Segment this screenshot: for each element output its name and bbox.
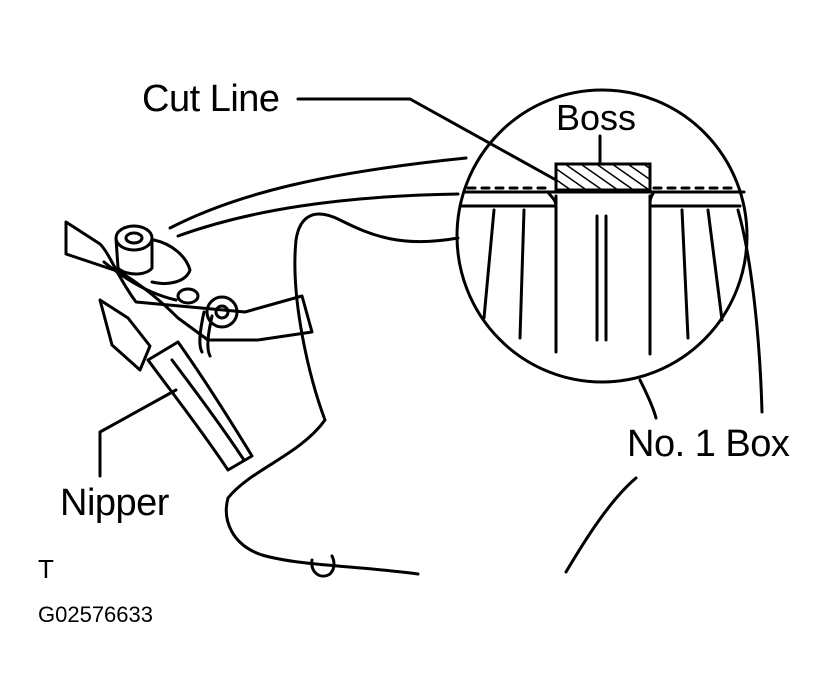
callout-sweep-lower — [176, 192, 460, 238]
boss-cut-region — [554, 162, 652, 192]
boss-label: Boss — [556, 97, 637, 138]
engine-outline — [226, 212, 460, 500]
rib-right-inner — [680, 208, 690, 340]
figure-code: G02576633 — [38, 602, 153, 627]
nipper-spring — [198, 310, 214, 358]
engine-foot — [310, 554, 336, 578]
engine-right-contour — [564, 476, 638, 574]
box-leader-bottom — [638, 378, 658, 420]
engine-lower-outline — [224, 496, 420, 576]
nipper-handle-lower-inner — [170, 358, 246, 462]
part-tab — [150, 238, 192, 285]
nipper-leader — [98, 388, 178, 478]
part-boss-top — [114, 224, 154, 252]
nipper-handle-upper — [64, 220, 314, 342]
nipper-label: Nipper — [60, 482, 169, 524]
rib-left-inner — [518, 208, 526, 340]
boss-base-left — [546, 190, 558, 208]
boss-base-right — [648, 190, 656, 208]
box-leader-right — [736, 208, 764, 414]
part-boss-body — [114, 236, 154, 276]
callout-sweep-upper — [168, 156, 468, 230]
nipper-pivot-ring — [205, 295, 239, 329]
boss-slot — [595, 214, 608, 342]
corner-mark: T — [38, 554, 54, 584]
cut-line-label: Cut Line — [142, 78, 280, 120]
rib-left-outer — [482, 208, 496, 320]
cut-line-leader — [296, 97, 558, 182]
rib-right-outer — [706, 208, 724, 322]
nipper-blade-top — [102, 260, 178, 302]
nipper-pivot-inner — [214, 304, 230, 320]
boss-column — [554, 194, 652, 356]
nipper-rivet — [176, 287, 200, 305]
magnified-view-circle — [455, 88, 749, 384]
nipper-jaw-plate — [98, 298, 152, 372]
part-boss-hole — [124, 231, 144, 245]
no1-box-label: No. 1 Box — [627, 423, 790, 465]
